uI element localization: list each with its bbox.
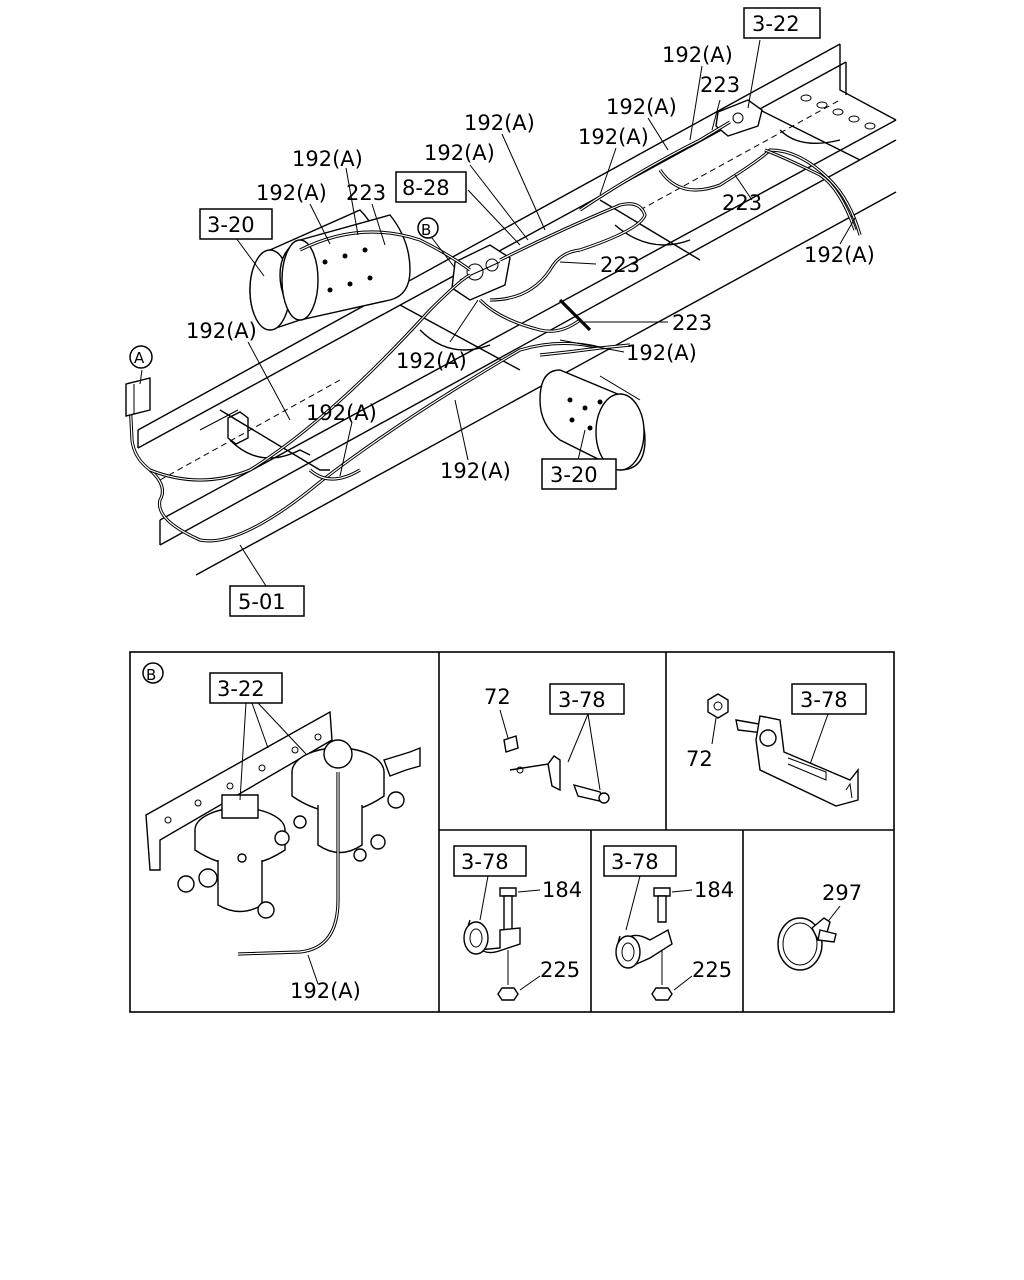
- bracket: [509, 755, 561, 792]
- part-label-192a: 192(A): [306, 401, 377, 425]
- bracket-1-ref-box: [549, 683, 625, 715]
- clip-1-bolt-label: 184: [542, 878, 582, 902]
- hex-nut: [651, 987, 673, 1001]
- part-label-192a: 192(A): [424, 141, 495, 165]
- part-label-192a: 192(A): [440, 459, 511, 483]
- clip-2-ref-box: [603, 845, 677, 877]
- mounting-plate: [145, 710, 333, 871]
- detail-b-part-label: 192(A): [290, 979, 361, 1003]
- air-pipes: [128, 120, 862, 543]
- band-clamp: [777, 917, 823, 971]
- clip-2-ref-label: 3-78: [611, 850, 659, 874]
- detail-panel-band: 297: [777, 881, 862, 971]
- detail-frame: [129, 651, 895, 1013]
- part-label-192a: 192(A): [256, 181, 327, 205]
- part-label-192a: 192(A): [186, 319, 257, 343]
- ref-box-3-20-left: [199, 208, 273, 240]
- detail-panels: B 3-22: [129, 651, 895, 1013]
- part-label-192a: 192(A): [396, 349, 467, 373]
- part-label-192a: 192(A): [662, 43, 733, 67]
- hex-nut: [497, 987, 519, 1001]
- detail-panel-clip-1: 3-78 184 225: [453, 845, 582, 1001]
- ref-box-3-20-right: [541, 458, 617, 490]
- part-label-192a: 192(A): [804, 243, 875, 267]
- bracket-2-ref-box: [791, 683, 867, 715]
- bolt-shank: [503, 895, 513, 931]
- valve-3-22: [715, 99, 763, 137]
- band-part-label: 297: [822, 881, 862, 905]
- callout-b-label: B: [421, 221, 431, 239]
- part-label-223: 223: [700, 73, 740, 97]
- bolt-shank: [657, 895, 667, 923]
- clip-2-bolt-label: 184: [694, 878, 734, 902]
- air-tank-right: [539, 369, 646, 471]
- callout-b-circle: [417, 217, 439, 239]
- part-label-223: 223: [600, 253, 640, 277]
- bracket-2-ref-label: 3-78: [800, 688, 848, 712]
- detail-b-callout-label: B: [146, 666, 156, 684]
- leader-lines: [139, 39, 856, 587]
- clip-1-ref-box: [453, 845, 527, 877]
- part-label-223: 223: [346, 181, 386, 205]
- callout-a-circle: [129, 345, 153, 369]
- hex-nut: [503, 735, 519, 753]
- part-label-223: 223: [672, 311, 712, 335]
- relay-valve-left: [177, 794, 290, 919]
- part-label-192a: 192(A): [578, 125, 649, 149]
- ref-5-01-label: 5-01: [238, 590, 286, 614]
- detail-panel-b: B 3-22: [142, 662, 421, 1003]
- ref-8-28-label: 8-28: [402, 176, 450, 200]
- bracket-1-nut-label: 72: [484, 685, 511, 709]
- ref-box-5-01: [229, 585, 305, 617]
- chassis-assembly-view: 3-22 8-28 3-20 3-20 5-01 192(A) 223 192(…: [125, 7, 897, 617]
- clip-1-nut-label: 225: [540, 958, 580, 982]
- detail-panel-clip-2: 3-78 184 225: [603, 845, 734, 1001]
- relay-valve-right: [291, 739, 421, 862]
- detail-panel-bracket-2: 72 3-78: [686, 683, 867, 807]
- bolt-head: [499, 887, 517, 897]
- ref-3-20-right-label: 3-20: [550, 463, 598, 487]
- air-tank-left-front: [279, 214, 411, 321]
- ref-3-22-top-label: 3-22: [752, 12, 800, 36]
- detail-b-callout-circle: [142, 662, 164, 684]
- part-label-192a: 192(A): [606, 95, 677, 119]
- ref-box-3-22-top: [743, 7, 821, 39]
- bolt-head: [653, 887, 671, 897]
- part-label-192a: 192(A): [626, 341, 697, 365]
- flange-nut: [707, 693, 729, 719]
- part-label-192a: 192(A): [292, 147, 363, 171]
- ref-box-8-28: [395, 171, 467, 203]
- callout-a-label: A: [134, 349, 145, 367]
- bracket-2-nut-label: 72: [686, 747, 713, 771]
- bracket-1-ref-label: 3-78: [558, 688, 606, 712]
- clip-1-ref-label: 3-78: [461, 850, 509, 874]
- pipe-end-a: [125, 377, 151, 417]
- bracket: [755, 715, 859, 807]
- part-label-223: 223: [722, 191, 762, 215]
- detail-panel-bracket-1: 72 3-78: [484, 683, 625, 804]
- clip-2-nut-label: 225: [692, 958, 732, 982]
- detail-b-ref-label: 3-22: [217, 677, 265, 701]
- part-label-192a: 192(A): [464, 111, 535, 135]
- ref-3-20-left-label: 3-20: [207, 213, 255, 237]
